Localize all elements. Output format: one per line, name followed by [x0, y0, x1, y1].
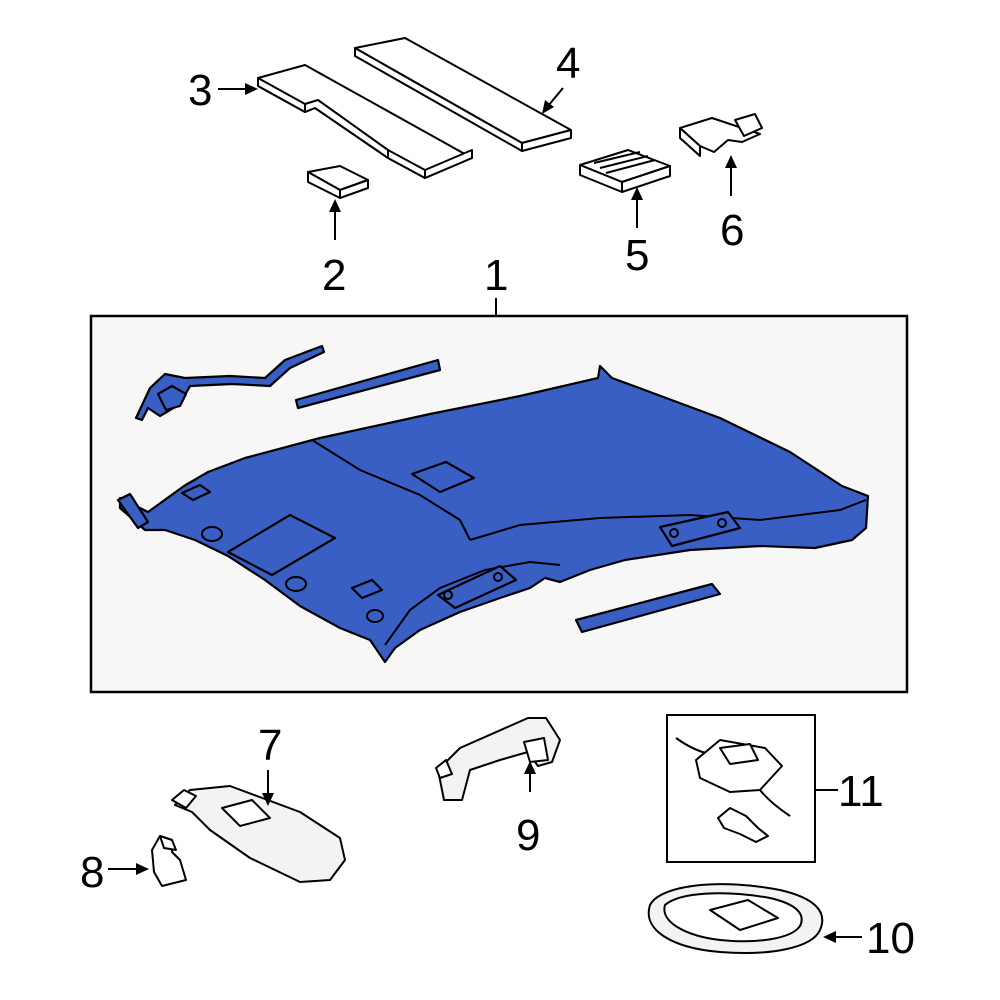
part-6-clip: [679, 113, 763, 157]
part-10-lens: [647, 883, 824, 955]
part-4-insulator: [354, 37, 572, 152]
part-7-sunvisor: [171, 785, 346, 883]
callout-11: 11: [815, 767, 884, 816]
callout-2: 2: [322, 199, 346, 300]
svg-text:4: 4: [556, 39, 580, 88]
part-11-lamp: [675, 737, 791, 843]
callout-7: 7: [258, 721, 282, 806]
callout-10: 10: [823, 914, 915, 963]
svg-text:9: 9: [516, 811, 540, 860]
callout-1: 1: [484, 251, 508, 316]
part-5-pad: [579, 149, 671, 193]
part-3-insulator: [257, 64, 473, 179]
callout-8: 8: [80, 848, 149, 897]
svg-text:5: 5: [625, 231, 649, 280]
svg-text:10: 10: [866, 914, 915, 963]
svg-text:8: 8: [80, 848, 104, 897]
callout-3: 3: [188, 66, 258, 115]
svg-text:1: 1: [484, 251, 508, 300]
part-8-clip: [151, 835, 187, 887]
svg-text:6: 6: [720, 206, 744, 255]
callout-6: 6: [720, 155, 744, 255]
svg-text:7: 7: [258, 721, 282, 770]
callout-4: 4: [542, 39, 580, 114]
callout-9: 9: [516, 761, 540, 860]
part-1-headliner: [116, 344, 870, 664]
svg-text:2: 2: [322, 251, 346, 300]
svg-text:11: 11: [838, 767, 884, 816]
part-2-bracket: [307, 165, 369, 199]
callout-5: 5: [625, 187, 649, 280]
part-9-handle: [435, 717, 561, 801]
svg-text:3: 3: [188, 66, 212, 115]
